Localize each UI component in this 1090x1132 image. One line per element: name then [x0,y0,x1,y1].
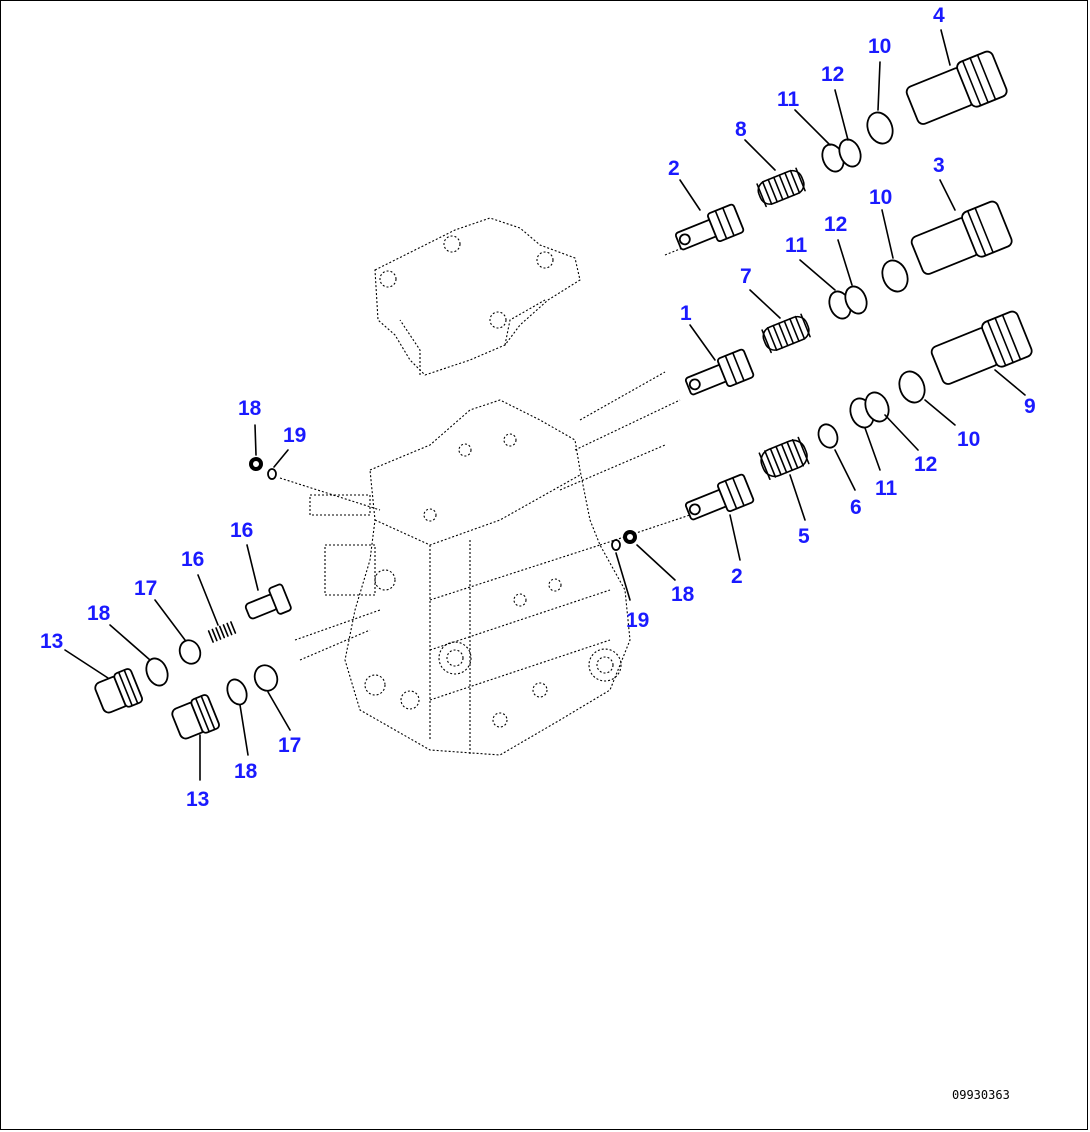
ring-17-lower [226,678,248,706]
callout-12-top: 12 [821,63,844,86]
ring-12-upper [838,138,862,168]
callout-10-lower: 10 [957,428,980,451]
callout-labels: 4 10 12 11 8 2 3 10 12 11 7 1 9 10 12 11… [40,4,1036,811]
o-ring-10-middle [881,259,909,293]
spool-2-lower [684,473,755,521]
cover-plate-outline [374,217,581,376]
assembly-lines [279,244,691,661]
callout-16-upper: 17 [134,577,157,600]
callout-18-right: 18 [671,583,695,606]
plug-9 [930,310,1033,385]
o-ring-16-lower [253,664,279,692]
callout-17-upper: 18 [87,602,111,625]
spool-2-upper [674,203,745,251]
ring-12-middle [844,285,868,315]
callout-19-left: 19 [283,424,306,447]
callout-9: 9 [1024,395,1036,418]
callout-17-lower: 18 [234,760,258,783]
callout-6: 6 [850,496,862,519]
callout-1: 1 [680,302,692,325]
callout-10-top: 10 [868,35,891,58]
callout-12-lower: 12 [914,453,937,476]
callout-16-lower: 17 [278,734,301,757]
small-plug-18-right [623,530,637,544]
plug-13-upper [94,668,143,714]
callout-18-left: 18 [238,397,262,420]
callout-19-right: 19 [626,609,649,632]
o-ring-19-left [267,468,277,480]
callout-11-top: 11 [777,88,800,111]
o-ring-10-lower [898,370,926,404]
callout-10-middle: 10 [869,186,892,209]
ring-6 [817,423,839,449]
callout-14: 16 [230,519,253,542]
spring-8 [756,167,806,208]
o-ring-19-right [611,539,621,551]
callout-3: 3 [933,154,945,177]
callout-2-lower: 2 [731,565,743,588]
callout-12-middle: 12 [824,213,847,236]
piston-14 [244,583,292,620]
callout-2-top: 2 [668,157,680,180]
callout-leaders [64,29,1026,781]
callout-8: 8 [735,118,747,141]
callout-11-lower: 11 [875,477,898,500]
callout-7: 7 [740,265,752,288]
spool-1 [684,348,755,396]
ring-12-lower [864,391,890,423]
plug-3 [910,200,1013,275]
spring-15 [207,621,237,643]
o-ring-16-upper [178,639,202,665]
callout-5: 5 [798,525,810,548]
small-plug-18-left [249,457,263,471]
callout-13-lower: 13 [186,788,209,811]
valve-body-outline [309,399,631,756]
spring-5 [758,436,810,481]
spring-7 [761,313,811,354]
plug-13-lower [171,694,220,740]
o-ring-10-upper [866,111,894,145]
plug-4 [905,50,1008,125]
drawing-code: 09930363 [952,1088,1010,1102]
callout-11-middle: 11 [785,234,808,257]
ring-17-upper [145,657,169,687]
callout-4: 4 [933,4,945,27]
callout-13-upper: 13 [40,630,63,653]
callout-15: 16 [181,548,204,571]
